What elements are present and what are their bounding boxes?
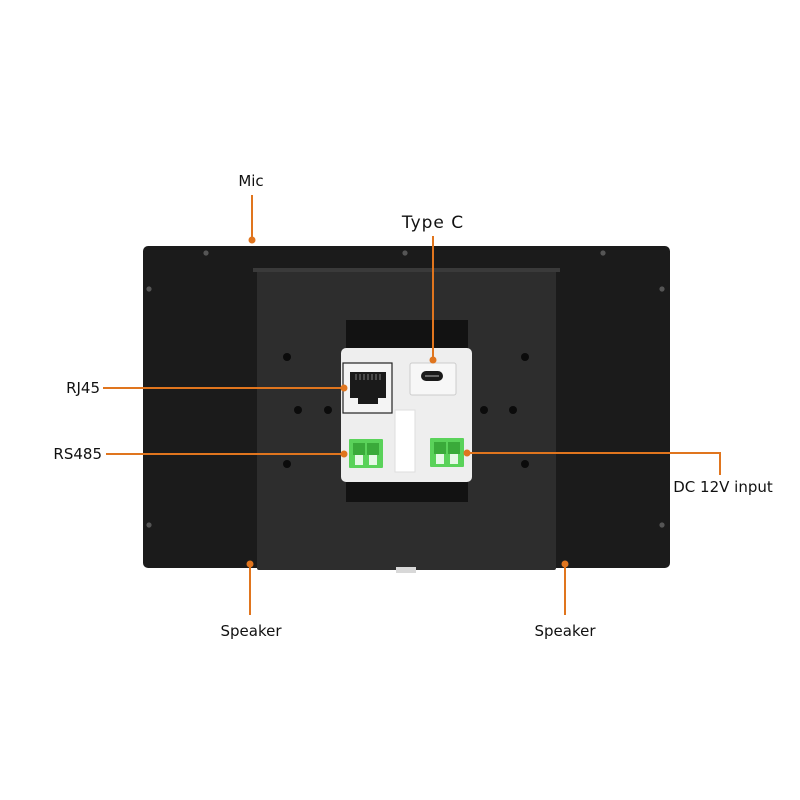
type-c-leader-dot [429,356,437,364]
mount-hole [521,460,529,468]
plate-holes [283,353,529,468]
module-center-divider [394,409,416,473]
panel-screws [146,250,665,528]
screw [659,286,665,292]
rs485-leader-dot [340,450,348,458]
mount-hole [480,406,488,414]
bottom-latch [396,567,416,573]
screw [402,250,408,256]
mount-hole [294,406,302,414]
type-c-label: Type C [401,213,464,233]
screw [146,522,152,528]
ethernet-port-icon [342,362,393,414]
mount-hole [509,406,517,414]
terminal-block-icon [349,439,383,468]
screw [659,522,665,528]
mic-label: Mic [238,172,263,190]
dc-input-leader-dot [463,449,471,457]
dc-input-label: DC 12V input [673,478,773,496]
rj45-label: RJ45 [66,379,100,397]
screw [600,250,606,256]
rj45-leader-dot [340,384,348,392]
terminal-block-icon [430,438,464,467]
mic-leader-dot [248,236,256,244]
usb-c-port-icon [409,362,457,396]
screw [146,286,152,292]
mount-hole [283,460,291,468]
mount-hole [521,353,529,361]
plate-top-rail [253,268,560,272]
rs485-label: RS485 [53,445,102,463]
speaker-right-label: Speaker [534,622,596,640]
mount-hole [324,406,332,414]
mount-hole [283,353,291,361]
screw [203,250,209,256]
speaker-left-leader-dot [246,560,254,568]
speaker-right-leader-dot [561,560,569,568]
dc-input-leader [467,452,721,475]
speaker-left-label: Speaker [220,622,282,640]
